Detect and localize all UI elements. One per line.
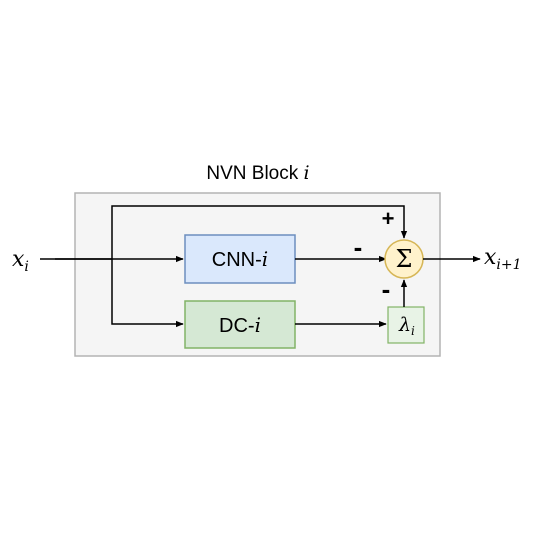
sum-symbol: Σ: [396, 245, 413, 273]
input-label: xi: [12, 247, 29, 275]
dc-label: DC-i: [219, 313, 261, 337]
arrow-to-dc: [111, 259, 184, 328]
skip-connection: [111, 205, 408, 259]
minus-sign-bottom: -: [382, 274, 391, 304]
lambda-block: [387, 306, 425, 344]
minus-sign-left: -: [354, 232, 363, 262]
plus-sign: +: [382, 206, 395, 231]
cnn-block: [184, 234, 296, 284]
block-title: NVN Block i: [206, 162, 309, 184]
output-label: xi+1: [484, 245, 522, 273]
lambda-label: λi: [398, 314, 415, 338]
cnn-label: CNN-i: [212, 247, 268, 271]
